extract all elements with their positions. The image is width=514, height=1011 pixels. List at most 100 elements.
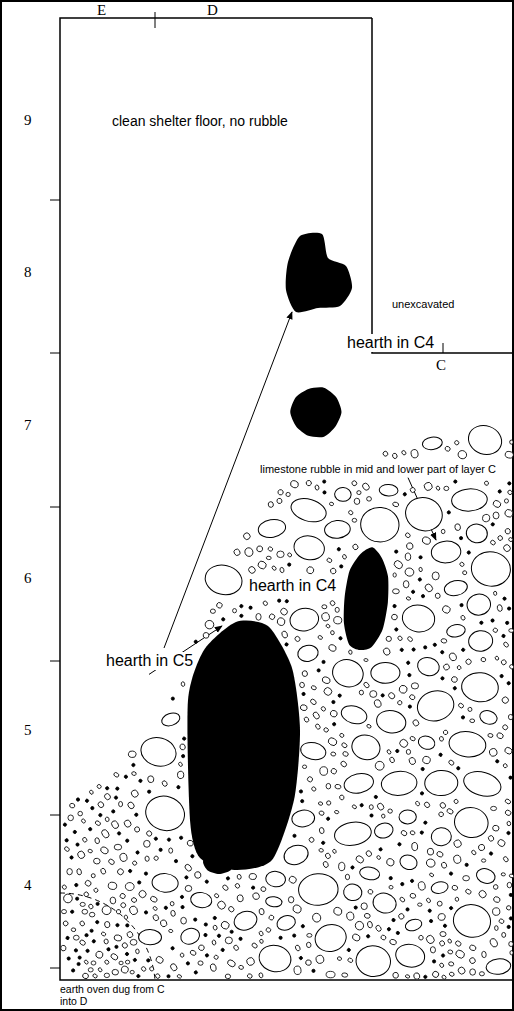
rubble-pebble <box>184 863 193 872</box>
rubble-pebble <box>392 453 398 460</box>
rubble-pebble <box>455 940 462 947</box>
grid-label: D <box>207 2 218 19</box>
rubble-pebble <box>119 893 126 900</box>
rubble-pebble <box>407 673 411 677</box>
rubble-pebble <box>78 811 83 816</box>
rubble-pebble <box>470 719 475 723</box>
rubble-pebble <box>290 480 300 489</box>
rubble-pebble <box>279 567 284 573</box>
rubble-pebble <box>506 831 511 836</box>
rubble-pebble <box>504 508 514 518</box>
hearth-feature <box>344 547 389 650</box>
rubble-pebble <box>510 951 513 955</box>
rubble-stone <box>375 708 408 735</box>
rubble-pebble <box>449 871 453 875</box>
rubble-pebble <box>381 814 385 819</box>
grid-label: 6 <box>24 570 32 587</box>
rubble-stone <box>342 883 363 903</box>
rubble-pebble <box>359 803 363 807</box>
rubble-pebble <box>153 855 159 861</box>
rubble-pebble <box>382 647 391 656</box>
rubble-pebble <box>306 566 315 575</box>
rubble-pebble <box>403 581 409 588</box>
rubble-pebble <box>398 913 405 920</box>
rubble-pebble <box>406 542 414 550</box>
rubble-pebble <box>503 641 510 648</box>
rubble-pebble <box>128 869 132 873</box>
rubble-pebble <box>339 565 343 569</box>
rubble-pebble <box>217 933 222 938</box>
rubble-stone <box>452 805 491 841</box>
rubble-pebble <box>276 617 286 627</box>
rubble-pebble <box>299 682 305 688</box>
rubble-pebble <box>492 499 502 509</box>
rubble-pebble <box>496 732 504 740</box>
rubble-pebble <box>131 763 136 768</box>
rubble-pebble <box>134 813 138 817</box>
rubble-pebble <box>301 692 305 696</box>
rubble-pebble <box>403 492 408 497</box>
rubble-pebble <box>127 801 136 810</box>
rubble-pebble <box>366 934 371 939</box>
rubble-pebble <box>392 972 399 979</box>
rubble-pebble <box>228 905 235 912</box>
rubble-pebble <box>389 885 394 889</box>
rubble-pebble <box>375 924 382 932</box>
rubble-pebble <box>440 676 444 680</box>
rubble-pebble <box>251 942 258 949</box>
rubble-pebble <box>326 800 331 805</box>
rubble-pebble <box>387 691 396 700</box>
rubble-pebble <box>433 643 438 648</box>
rubble-pebble <box>317 669 320 672</box>
rubble-pebble <box>277 489 284 496</box>
rubble-pebble <box>500 674 504 678</box>
rubble-pebble <box>400 648 404 652</box>
rubble-pebble <box>366 724 371 729</box>
grid-tick <box>50 815 60 816</box>
rubble-pebble <box>394 550 398 554</box>
rubble-pebble <box>277 551 284 558</box>
rubble-pebble <box>491 619 495 623</box>
rubble-pebble <box>147 775 154 783</box>
rubble-pebble <box>367 889 373 895</box>
rubble-pebble <box>421 594 425 598</box>
rubble-pebble <box>198 944 205 951</box>
unexcavated-edge <box>372 18 514 353</box>
rubble-pebble <box>406 596 411 600</box>
feature-label: clean shelter floor, no rubble <box>112 113 288 129</box>
rubble-pebble <box>233 609 237 613</box>
rubble-pebble <box>268 501 274 508</box>
rubble-pebble <box>481 951 486 958</box>
rubble-pebble <box>117 831 122 836</box>
rubble-pebble <box>84 879 92 887</box>
rubble-pebble <box>70 910 74 914</box>
rubble-pebble <box>508 714 513 720</box>
rubble-pebble <box>216 602 223 609</box>
rubble-pebble <box>421 767 425 771</box>
rubble-pebble <box>104 959 110 965</box>
rubble-pebble <box>330 630 334 635</box>
rubble-pebble <box>429 919 433 923</box>
rubble-pebble <box>265 927 271 933</box>
rubble-pebble <box>340 760 348 768</box>
rubble-pebble <box>469 957 477 965</box>
rubble-pebble <box>167 837 172 842</box>
rubble-pebble <box>244 547 254 558</box>
rubble-pebble <box>335 784 342 790</box>
rubble-pebble <box>110 953 119 962</box>
rubble-pebble <box>430 946 436 953</box>
rubble-stone <box>430 880 449 895</box>
feature-label: earth oven dug from C into D <box>60 983 180 1007</box>
rubble-pebble <box>507 821 511 826</box>
rubble-pebble <box>88 849 93 854</box>
rubble-pebble <box>446 808 454 815</box>
rubble-pebble <box>116 868 124 876</box>
rubble-pebble <box>409 487 416 494</box>
rubble-pebble <box>438 811 444 817</box>
rubble-pebble <box>281 630 289 639</box>
hearth-feature <box>203 850 235 874</box>
rubble-pebble <box>116 909 121 914</box>
rubble-pebble <box>460 603 463 606</box>
rubble-pebble <box>508 537 514 542</box>
rubble-pebble <box>330 752 336 757</box>
